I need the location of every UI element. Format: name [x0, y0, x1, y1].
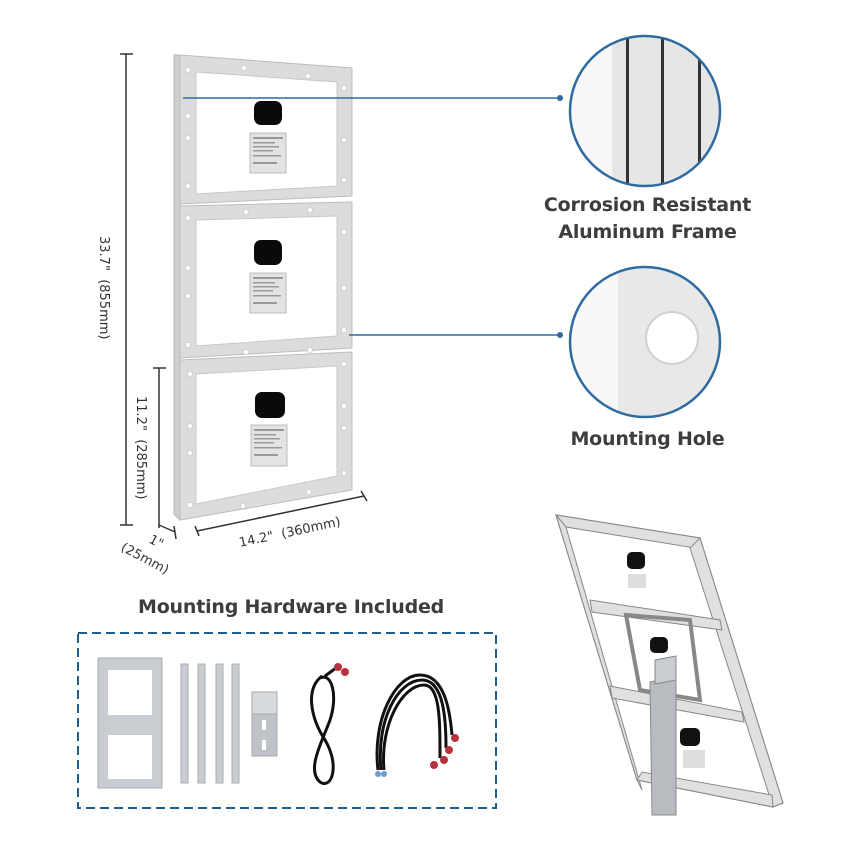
panel-section-2 [179, 201, 353, 359]
hardware-branch-connectors [375, 734, 459, 777]
hardware-angle-bracket [251, 691, 278, 757]
callout-leader-lines [183, 95, 563, 338]
junction-box [254, 101, 282, 125]
solar-panel-front-view [173, 54, 353, 522]
section-height-label: 11.2" (285mm) [133, 396, 148, 499]
frame-detail-zoom [568, 34, 722, 188]
panel-section-1 [179, 54, 353, 205]
spec-label [249, 272, 287, 314]
section-height-dimension-line [153, 367, 166, 528]
frame-callout-title: Corrosion Resistant Aluminum Frame [535, 192, 760, 246]
height-dimension-line [120, 53, 133, 526]
hardware-title: Mounting Hardware Included [138, 596, 445, 618]
spec-label [250, 424, 288, 467]
total-height-label: 33.7" (855mm) [96, 236, 111, 339]
depth-mm-label: (25mm) [118, 540, 171, 578]
width-dimension-line [194, 490, 368, 537]
junction-box [255, 392, 285, 418]
junction-box [254, 240, 282, 265]
frame-callout-line1: Corrosion Resistant [543, 194, 752, 216]
hardware-branch-cable [375, 673, 454, 771]
depth-dimension-line [158, 524, 177, 540]
hardware-rails [180, 663, 240, 784]
panel-section-3 [179, 351, 353, 521]
mounting-hole-callout-title: Mounting Hole [570, 428, 725, 450]
hardware-coiled-cable [310, 666, 337, 785]
hardware-box-border [77, 632, 497, 809]
spec-label [249, 132, 287, 174]
depth-in-label: 1" [146, 532, 166, 552]
width-label: 14.2" (360mm) [238, 515, 342, 551]
hardware-cable-connectors [334, 663, 349, 676]
mounting-holes [185, 65, 347, 509]
mounted-panel-illustration [554, 514, 784, 816]
frame-callout-line2: Aluminum Frame [558, 221, 737, 243]
hardware-center-bracket [97, 657, 163, 789]
mounting-hole-detail-zoom [568, 265, 722, 419]
